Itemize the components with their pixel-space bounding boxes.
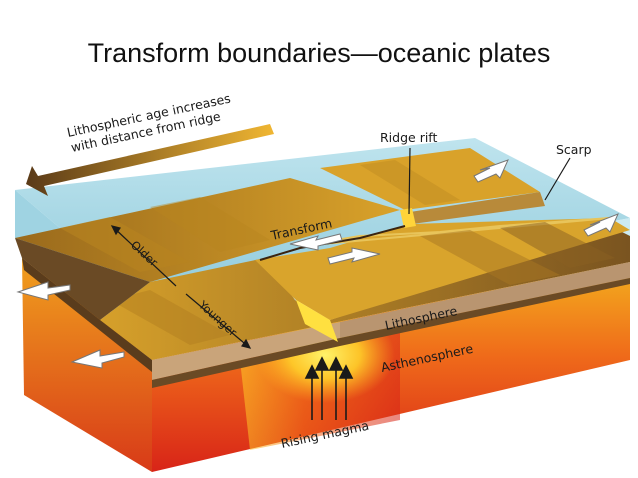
motion-arrow-transform-far (289, 233, 343, 251)
rising-magma-arrows (304, 356, 354, 420)
ridge-rift-far (400, 208, 416, 228)
ridge-rift-label: Ridge rift (380, 130, 437, 145)
plate-motion-arrows (16, 159, 619, 369)
scarp-leader (544, 157, 571, 201)
age-increase-arrow (26, 124, 274, 196)
diagram-title: Transform boundaries—oceanic plates (87, 38, 551, 68)
scarp-label: Scarp (556, 142, 592, 157)
ridge-rift-near (296, 300, 338, 342)
leader-lines (110, 147, 571, 349)
lithosphere-left-slab (15, 238, 152, 372)
plate-near-surface (100, 217, 630, 360)
older-dimension-line (111, 225, 177, 287)
lithosphere-edge (152, 262, 630, 388)
motion-arrow-left-upper (16, 281, 71, 301)
younger-dimension-line (185, 293, 251, 349)
motion-arrow-transform-near (327, 247, 381, 265)
motion-arrow-right-lower (583, 213, 619, 237)
ridge-rift-leader (408, 147, 411, 215)
motion-arrow-left-lower (70, 349, 125, 369)
motion-arrow-right-upper (473, 159, 509, 183)
